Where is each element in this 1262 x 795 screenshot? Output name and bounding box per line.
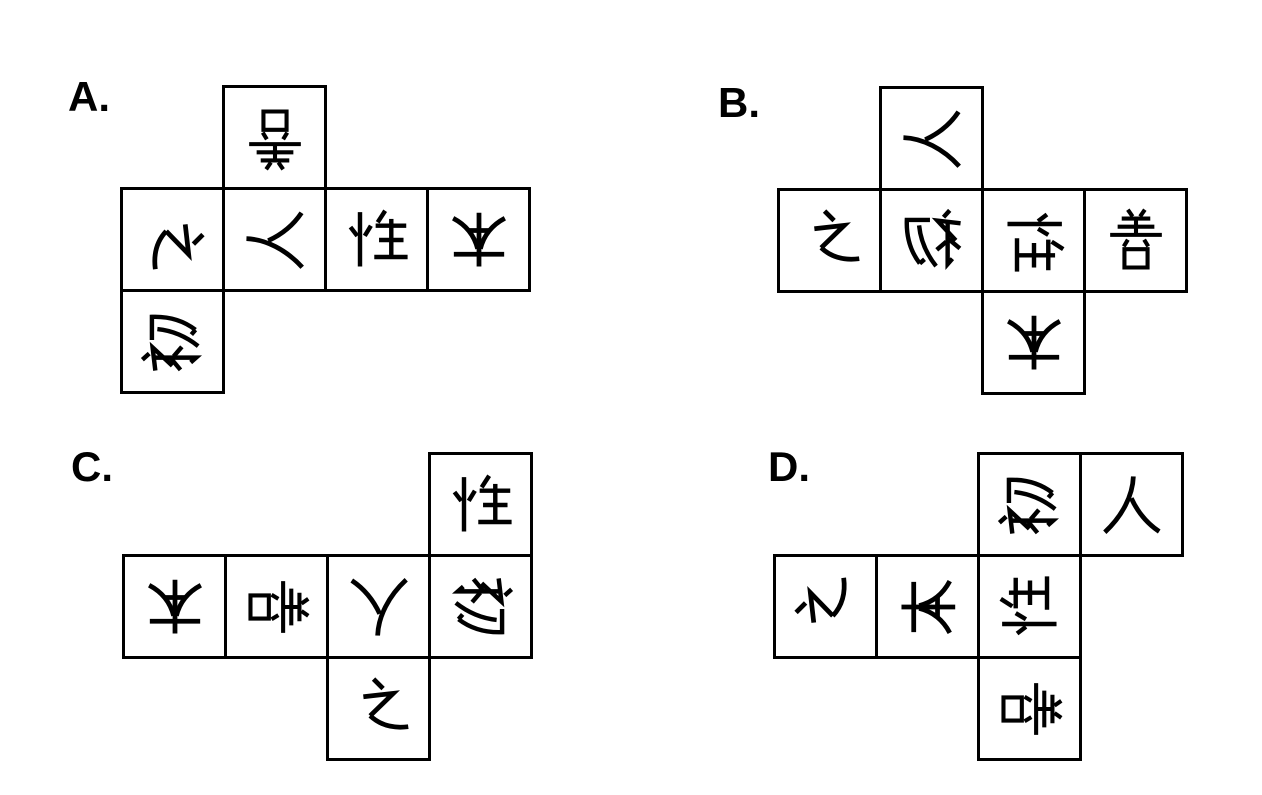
net-cell bbox=[326, 656, 431, 761]
char-zhi bbox=[345, 675, 413, 743]
char-xing bbox=[1000, 207, 1068, 275]
char-shan bbox=[1102, 207, 1170, 275]
option-label-d: D. bbox=[768, 443, 810, 490]
net-cell bbox=[428, 554, 533, 659]
net-cell bbox=[879, 86, 984, 191]
net-cell bbox=[977, 452, 1082, 557]
char-ben bbox=[141, 573, 209, 641]
char-shan bbox=[243, 573, 311, 641]
net-cell bbox=[122, 554, 227, 659]
net-cell bbox=[426, 187, 531, 292]
net-cell bbox=[773, 554, 878, 659]
net-cell bbox=[326, 554, 431, 659]
char-chu bbox=[447, 573, 515, 641]
char-ben bbox=[445, 206, 513, 274]
char-xing bbox=[996, 573, 1064, 641]
net-cell bbox=[222, 85, 327, 190]
char-chu bbox=[139, 308, 207, 376]
char-zhi bbox=[792, 573, 860, 641]
char-ren bbox=[345, 573, 413, 641]
net-cell bbox=[222, 187, 327, 292]
char-xing bbox=[447, 471, 515, 539]
char-shan bbox=[996, 675, 1064, 743]
net-cell bbox=[224, 554, 329, 659]
char-zhi bbox=[139, 206, 207, 274]
net-cell bbox=[977, 554, 1082, 659]
net-cell bbox=[977, 656, 1082, 761]
net-cell bbox=[324, 187, 429, 292]
char-chu bbox=[898, 207, 966, 275]
char-chu bbox=[996, 471, 1064, 539]
option-label-c: C. bbox=[71, 443, 113, 490]
net-cell bbox=[428, 452, 533, 557]
net-cell bbox=[875, 554, 980, 659]
char-ren bbox=[1098, 471, 1166, 539]
option-label-b: B. bbox=[718, 79, 760, 126]
net-cell bbox=[1083, 188, 1188, 293]
net-cell bbox=[777, 188, 882, 293]
char-zhi bbox=[796, 207, 864, 275]
char-ren bbox=[241, 206, 309, 274]
net-cell bbox=[120, 289, 225, 394]
net-cell bbox=[981, 290, 1086, 395]
net-cell bbox=[879, 188, 984, 293]
char-shan bbox=[241, 104, 309, 172]
net-cell bbox=[120, 187, 225, 292]
net-cell bbox=[981, 188, 1086, 293]
char-xing bbox=[343, 206, 411, 274]
char-ben bbox=[1000, 309, 1068, 377]
char-ren bbox=[898, 105, 966, 173]
net-cell bbox=[1079, 452, 1184, 557]
option-label-a: A. bbox=[68, 73, 110, 120]
char-ben bbox=[894, 573, 962, 641]
